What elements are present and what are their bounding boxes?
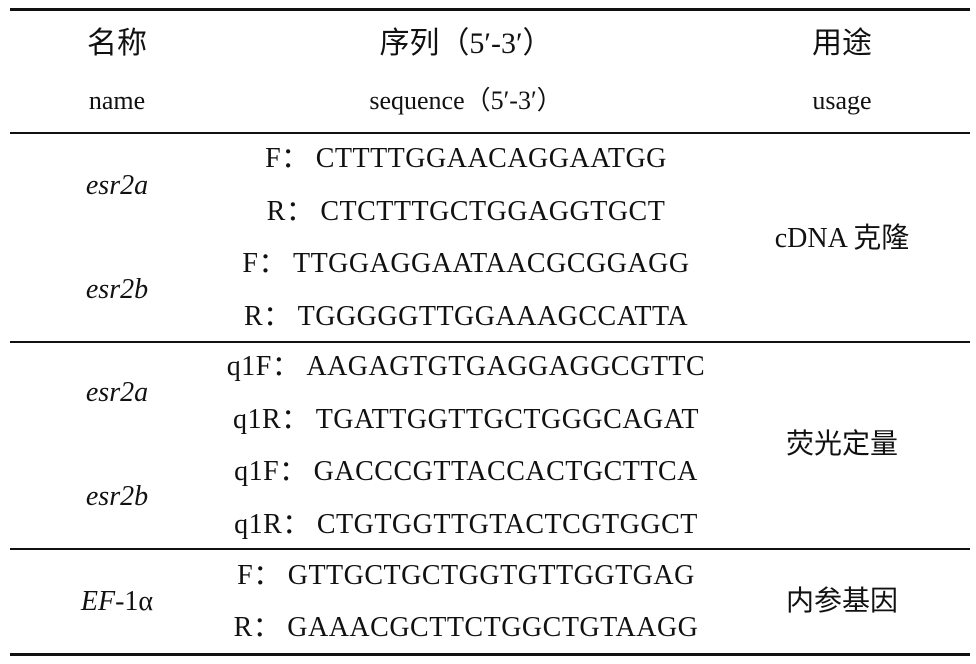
primer-sequence: GACCCGTTACCACTGCTTCA — [313, 456, 698, 487]
primer-sequence: TGATTGGTTGCTGGGCAGAT — [315, 404, 699, 435]
gene-name-suffix: -1α — [115, 586, 154, 617]
gene-name: esr2b — [85, 274, 149, 305]
primer-sequence: GTTGCTGCTGGTGTTGGTGAG — [287, 560, 695, 591]
header-sequence-cn: 序列（5′-3′） — [379, 27, 553, 60]
primer-row: q1R：TGATTGGTTGCTGGGCAGAT — [233, 403, 699, 437]
primer-label: F： — [242, 248, 287, 279]
usage-text: cDNA 克隆 — [774, 223, 910, 254]
primer-label: q1R： — [233, 404, 310, 435]
primer-label: q1F： — [234, 456, 308, 487]
group-divider-2 — [10, 548, 970, 550]
group-divider-1 — [10, 341, 970, 343]
header-bottom-rule — [10, 132, 970, 134]
table-top-rule — [10, 8, 970, 11]
primer-row: F：TTGGAGGAATAACGCGGAGG — [242, 247, 689, 281]
primer-label: F： — [265, 143, 310, 174]
primer-label: R： — [233, 612, 282, 643]
gene-name: esr2a — [85, 377, 149, 408]
header-sequence-en: sequence（5′-3′） — [369, 86, 563, 115]
primer-row: R：CTCTTTGCTGGAGGTGCT — [267, 195, 666, 229]
primer-row: F：GTTGCTGCTGGTGTTGGTGAG — [237, 559, 695, 593]
primer-label: q1R： — [234, 509, 311, 540]
primer-label: q1F： — [226, 351, 301, 382]
header-usage-cn: 用途 — [812, 27, 872, 60]
primer-row: R：TGGGGGTTGGAAAGCCATTA — [244, 300, 688, 334]
gene-name-italic: EF — [80, 586, 116, 617]
primer-sequence: TGGGGGTTGGAAAGCCATTA — [297, 301, 689, 332]
header-name-cn: 名称 — [87, 27, 147, 60]
primer-row: F：CTTTTGGAACAGGAATGG — [265, 142, 667, 176]
primer-label: F： — [237, 560, 282, 591]
primer-row: R：GAAACGCTTCTGGCTGTAAGG — [234, 611, 699, 645]
primer-row: q1F：AAGAGTGTGAGGAGGCGTTC — [227, 350, 705, 384]
primer-row: q1F：GACCCGTTACCACTGCTTCA — [234, 455, 698, 489]
gene-name: EF-1α — [81, 585, 153, 619]
primer-sequence: CTCTTTGCTGGAGGTGCT — [320, 196, 666, 227]
primer-sequence: GAAACGCTTCTGGCTGTAAGG — [287, 612, 699, 643]
gene-name: esr2b — [85, 481, 149, 512]
header-name-en: name — [88, 86, 146, 115]
primer-sequence: CTGTGGTTGTACTCGTGGCT — [316, 509, 698, 540]
primer-sequence: TTGGAGGAATAACGCGGAGG — [292, 248, 690, 279]
table-bottom-rule — [10, 653, 970, 656]
primer-sequence: CTTTTGGAACAGGAATGG — [315, 143, 667, 174]
primer-sequence: AAGAGTGTGAGGAGGCGTTC — [306, 351, 706, 382]
usage-text: 内参基因 — [785, 586, 899, 617]
usage-text: 荧光定量 — [785, 429, 899, 460]
gene-name: esr2a — [85, 170, 149, 201]
primer-label: R： — [266, 196, 315, 227]
header-usage-en: usage — [812, 86, 872, 115]
primer-label: R： — [243, 301, 292, 332]
primer-row: q1R：CTGTGGTTGTACTCGTGGCT — [234, 508, 698, 542]
